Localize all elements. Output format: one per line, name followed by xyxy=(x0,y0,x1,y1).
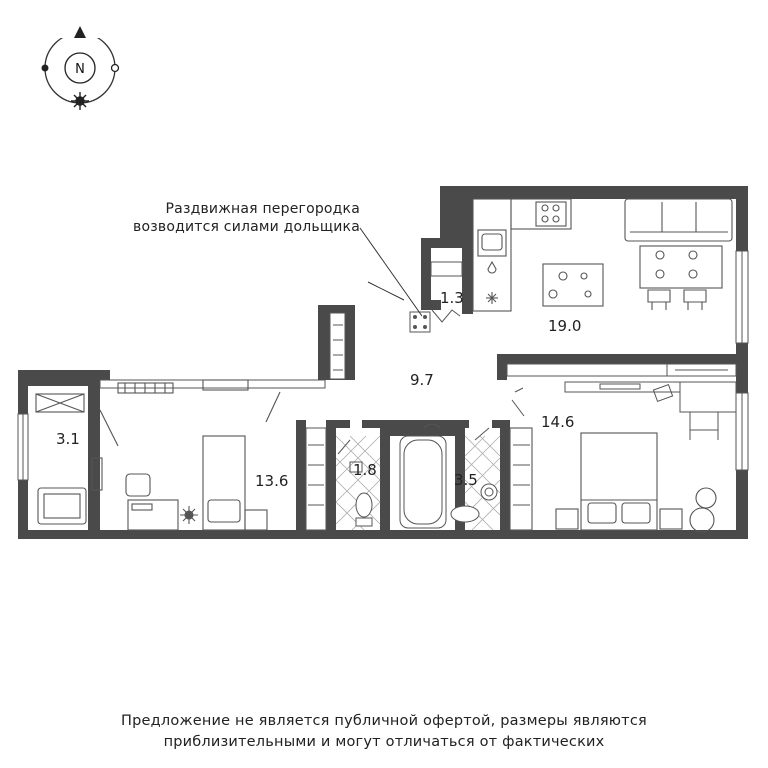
shower-icon xyxy=(423,423,441,429)
room-area-bedroom-left: 13.6 xyxy=(255,472,288,490)
partition-furniture xyxy=(506,363,737,440)
nightstand xyxy=(555,508,579,530)
laptop-icon xyxy=(652,383,674,403)
room-area-hall: 9.7 xyxy=(410,371,434,389)
pillow xyxy=(207,499,241,523)
double-bed xyxy=(580,432,658,531)
coffee-table xyxy=(542,263,604,307)
compass-center xyxy=(64,52,96,84)
compass-west-dot xyxy=(41,64,49,72)
utility-box xyxy=(409,311,431,333)
water-drop-icon xyxy=(487,260,497,274)
room-area-bedroom-right: 14.6 xyxy=(541,413,574,431)
bedroom-left-furniture xyxy=(91,379,281,531)
room-area-bathroom: 3.5 xyxy=(454,471,478,489)
pillow xyxy=(587,502,617,524)
disclaimer: Предложение не является публичной оферто… xyxy=(0,711,768,753)
disclaimer-line: приблизительными и могут отличаться от ф… xyxy=(163,734,605,750)
nightstand xyxy=(244,509,268,531)
compass: N xyxy=(41,24,120,110)
bathtub-icon xyxy=(399,435,447,529)
nightstand xyxy=(659,508,683,530)
compass-arrow-icon xyxy=(74,26,86,38)
disclaimer-line: Предложение не является публичной оферто… xyxy=(121,713,647,729)
dining-table xyxy=(639,245,723,289)
plant-icon xyxy=(180,506,198,524)
desk-chair xyxy=(689,411,719,431)
wardrobe xyxy=(305,427,327,531)
pillow xyxy=(621,502,651,524)
corridor-cabinet xyxy=(329,312,346,380)
kitchen-counter xyxy=(472,198,512,312)
snowflake-icon xyxy=(486,292,498,304)
partition-note-line: Раздвижная перегородка xyxy=(165,201,360,217)
folding-partition xyxy=(431,309,461,323)
toilet-icon xyxy=(355,492,373,518)
room-area-kitchen: 19.0 xyxy=(548,317,581,335)
single-bed xyxy=(202,435,246,531)
balcony-furniture xyxy=(35,393,87,525)
walls xyxy=(18,186,748,539)
partition-note-line: возводится силами дольщика xyxy=(133,219,360,235)
cabinet xyxy=(35,393,85,413)
sofa xyxy=(624,198,733,242)
drain-icon xyxy=(480,483,498,501)
storage-fixtures xyxy=(359,227,463,333)
cooktop-icon xyxy=(535,201,567,227)
compass-label: N xyxy=(75,62,85,77)
desk xyxy=(127,499,179,531)
room-area-storage: 1.3 xyxy=(440,289,464,307)
armchair xyxy=(37,487,87,525)
wardrobe xyxy=(509,427,533,531)
sink-icon xyxy=(477,229,507,257)
bedroom-right-furniture xyxy=(509,427,717,533)
chair xyxy=(647,289,671,310)
round-table xyxy=(695,487,717,509)
washbasin xyxy=(450,505,480,523)
doors xyxy=(514,387,524,393)
kitchen-counter-top xyxy=(510,198,572,230)
chair xyxy=(683,289,707,310)
room-area-wc: 1.8 xyxy=(353,461,377,479)
wc-sink xyxy=(349,461,363,473)
bathroom-fixtures xyxy=(305,399,525,531)
windows xyxy=(17,250,749,481)
sun-icon xyxy=(71,92,89,110)
kitchen-furniture xyxy=(472,198,733,312)
partition-leader-line xyxy=(359,227,423,317)
partition-note: Раздвижная перегородка возводится силами… xyxy=(120,200,360,236)
compass-east-dot xyxy=(110,63,120,73)
desk-chair xyxy=(125,473,151,497)
room-area-balcony: 3.1 xyxy=(56,430,80,448)
